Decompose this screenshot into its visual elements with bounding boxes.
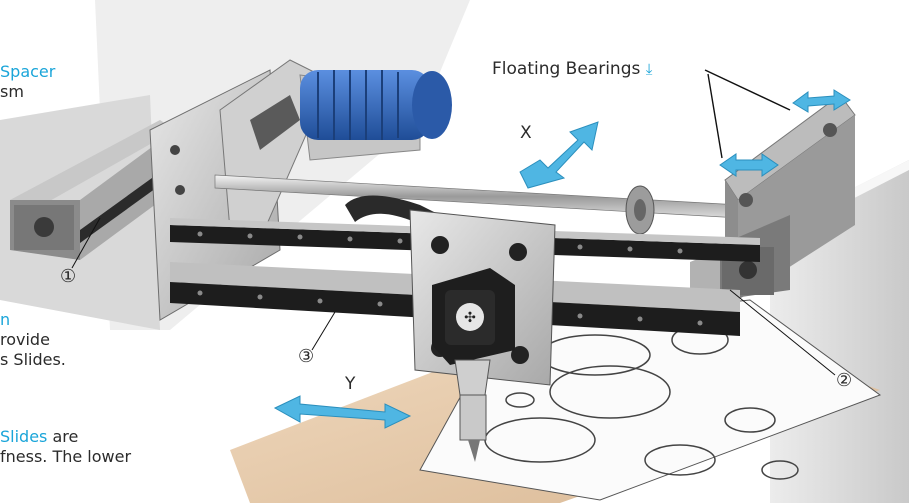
floating-bearings-leaders (704, 69, 791, 159)
bearing-arrow-top (792, 89, 851, 113)
electric-motor (300, 70, 452, 140)
bearing-arrow-bottom (719, 153, 779, 177)
callout-1: ① (60, 266, 77, 287)
left-text-line6: Slides are (0, 428, 78, 446)
left-text-line1: Spacer (0, 62, 56, 81)
stepper-motor: ✣ (432, 268, 515, 401)
floating-bearings-text: Floating Bearings (492, 59, 641, 79)
y-direction-arrow (273, 395, 412, 429)
axis-x-label: X (520, 123, 532, 143)
left-text-line6-rest: are (47, 427, 79, 446)
x-direction-arrow (519, 121, 599, 189)
drive-shaft (214, 174, 741, 235)
download-icon[interactable]: ⤓ (645, 60, 653, 78)
left-text-line5: s Slides. (0, 350, 66, 369)
floating-bearings-label: Floating Bearings ⤓ (492, 60, 652, 78)
callout-leaders (71, 217, 836, 376)
left-text-line7: fness. The lower (0, 447, 132, 466)
axis-y-label: Y (345, 374, 356, 394)
left-text-line4: rovide (0, 330, 50, 349)
callout-2: ② (836, 370, 853, 391)
cutting-tool (459, 394, 487, 462)
left-text-line3: n (0, 310, 11, 329)
callout-3: ③ (298, 346, 315, 367)
svg-text:✣: ✣ (464, 310, 476, 326)
left-text-line6-blue: Slides (0, 427, 48, 446)
left-text-line2: sm (0, 82, 24, 101)
